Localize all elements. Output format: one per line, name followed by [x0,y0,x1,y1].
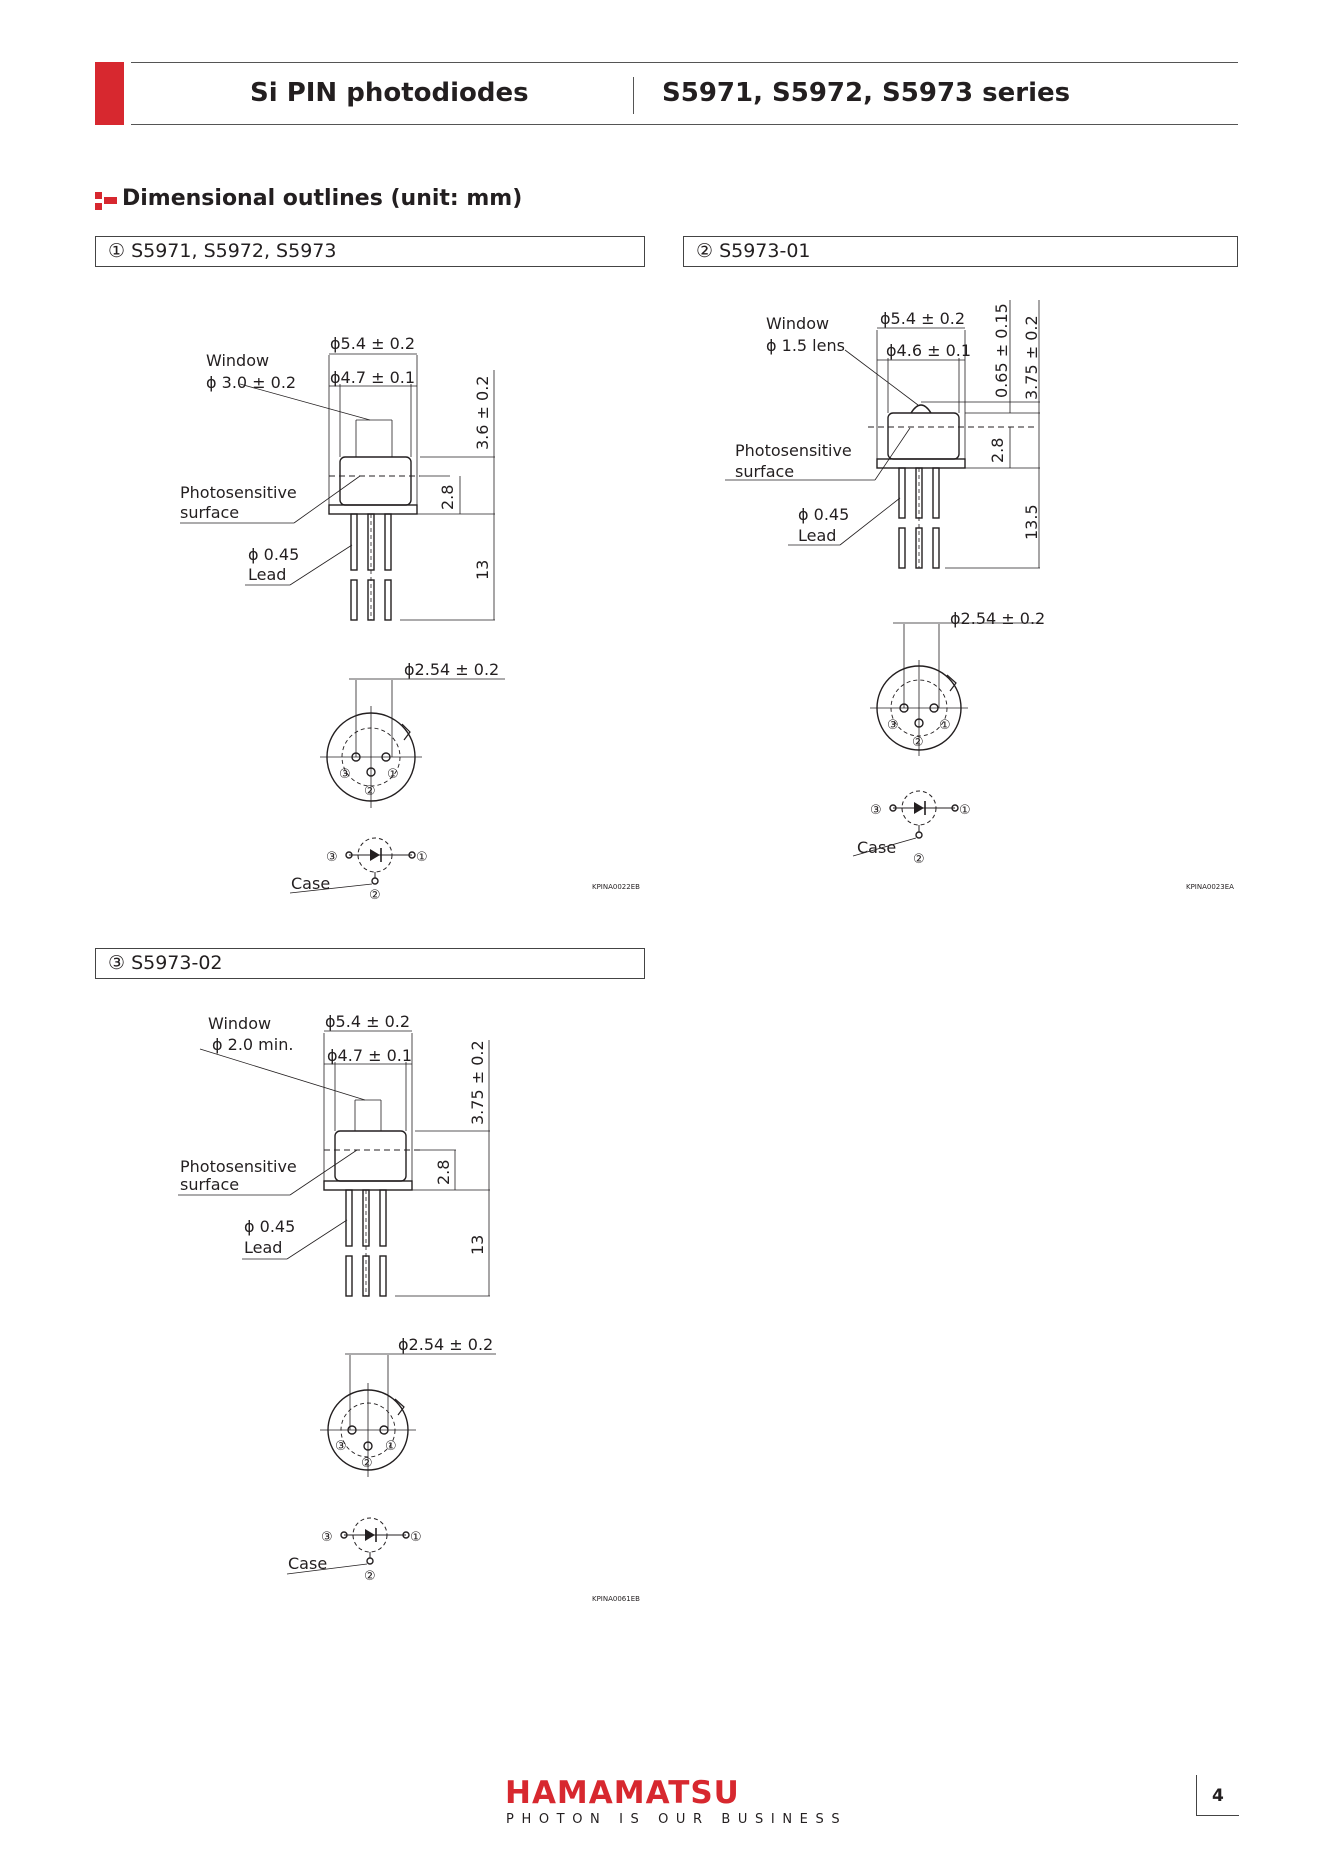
o3-sym-pin-2: ② [364,1569,376,1584]
o2-inner-dia: ϕ4.6 ± 0.1 [886,341,971,360]
o2-lens-height: 0.65 ± 0.15 [992,303,1011,398]
o2-case-label: Case [857,838,896,857]
o1-window-label: Window [206,351,269,370]
o2-pin-1: ① [939,718,951,733]
o1-window-dim: ϕ 3.0 ± 0.2 [206,373,296,392]
o1-lead-length: 13 [473,560,492,580]
header-top-rule [131,62,1238,63]
page-number: 4 [1212,1786,1224,1806]
o2-lead-length: 13.5 [1022,504,1041,540]
o1-pin-1: ① [387,767,399,782]
footer-tagline: PHOTON IS OUR BUSINESS [506,1812,848,1827]
o3-lead-length: 13 [468,1235,487,1255]
section-title: Dimensional outlines (unit: mm) [122,186,523,211]
section-bullet-icon [95,192,117,210]
o3-window-label: Window [208,1014,271,1033]
outline-2-drawing [725,300,1040,857]
o2-sym-pin-3: ③ [870,803,882,818]
o1-sym-pin-1: ① [416,850,428,865]
o2-pin-pitch: ϕ2.54 ± 0.2 [950,609,1045,628]
o1-sym-pin-3: ③ [326,850,338,865]
outline-3-drawing [178,1030,496,1575]
o3-window-dim: ϕ 2.0 min. [212,1035,293,1054]
o2-window-label: Window [766,314,829,333]
o3-lead-dia: ϕ 0.45 [244,1217,295,1236]
outline-caption-1: ① S5971, S5972, S5973 [95,236,645,267]
o1-photo-label-1: Photosensitive [180,483,297,502]
o3-pin-pitch: ϕ2.54 ± 0.2 [398,1335,493,1354]
o3-sym-pin-3: ③ [321,1530,333,1545]
o2-pin-2: ② [912,735,924,750]
o2-window-dim: ϕ 1.5 lens [766,336,845,355]
o3-sym-pin-1: ① [410,1530,422,1545]
o3-inner-dia: ϕ4.7 ± 0.1 [327,1046,412,1065]
o3-lead-label: Lead [244,1238,282,1257]
header-separator [633,77,634,114]
o2-lead-dia: ϕ 0.45 [798,505,849,524]
o1-case-label: Case [291,874,330,893]
o1-lead-dia: ϕ 0.45 [248,545,299,564]
o2-pin-3: ③ [887,718,899,733]
o2-ref-code: KPINA0023EA [1186,883,1234,891]
o1-sym-pin-2: ② [369,888,381,903]
header-accent-bar [95,62,124,125]
outline-1-drawing [180,353,505,894]
o3-photo-label-1: Photosensitive [180,1157,297,1176]
o3-case-label: Case [288,1554,327,1573]
o2-photo-label-2: surface [735,462,794,481]
header-bottom-rule [131,124,1238,125]
o1-surface-depth: 2.8 [438,485,457,510]
o1-lead-label: Lead [248,565,286,584]
o1-cap-height: 3.6 ± 0.2 [473,376,492,450]
o3-ref-code: KPINA0061EB [592,1595,640,1603]
o1-pin-3: ③ [339,767,351,782]
o2-sym-pin-2: ② [913,852,925,867]
o3-surface-depth: 2.8 [434,1160,453,1185]
o3-pin-3: ③ [335,1439,347,1454]
o1-pin-pitch: ϕ2.54 ± 0.2 [404,660,499,679]
hamamatsu-logo: HAMAMATSU [505,1775,740,1811]
o3-photo-label-2: surface [180,1175,239,1194]
outline-caption-3: ③ S5973-02 [95,948,645,979]
o1-inner-dia: ϕ4.7 ± 0.1 [330,368,415,387]
o3-pin-1: ① [385,1439,397,1454]
header-right-title: S5971, S5972, S5973 series [662,78,1071,108]
o2-cap-height: 3.75 ± 0.2 [1022,315,1041,400]
o2-surface-depth: 2.8 [988,438,1007,463]
o2-outer-dia: ϕ5.4 ± 0.2 [880,309,965,328]
o1-ref-code: KPINA0022EB [592,883,640,891]
o3-outer-dia: ϕ5.4 ± 0.2 [325,1012,410,1031]
o2-photo-label-1: Photosensitive [735,441,852,460]
o2-sym-pin-1: ① [959,803,971,818]
o3-cap-height: 3.75 ± 0.2 [468,1040,487,1125]
o3-pin-2: ② [361,1456,373,1471]
outline-caption-2: ② S5973-01 [683,236,1238,267]
o1-outer-dia: ϕ5.4 ± 0.2 [330,334,415,353]
o2-lead-label: Lead [798,526,836,545]
o1-pin-2: ② [364,784,376,799]
o1-photo-label-2: surface [180,503,239,522]
header-left-title: Si PIN photodiodes [250,78,529,108]
page-number-box [1196,1775,1239,1816]
